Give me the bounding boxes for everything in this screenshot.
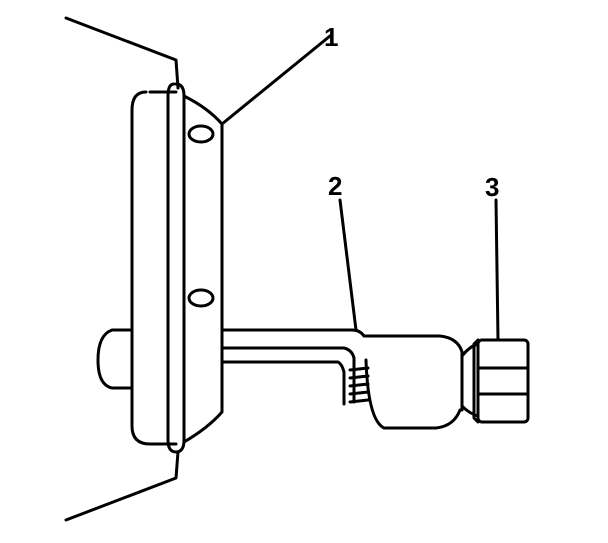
component-1-housing bbox=[132, 84, 222, 452]
component-2-tube bbox=[222, 330, 462, 428]
mounting-surface-bottom-line bbox=[66, 452, 178, 520]
mounting-hole-upper bbox=[189, 126, 213, 142]
callout-label-2: 2 bbox=[328, 171, 343, 201]
leader-line-3 bbox=[496, 200, 498, 340]
callout-label-1: 1 bbox=[324, 22, 339, 52]
leader-line-1 bbox=[222, 36, 330, 124]
callout-label-3: 3 bbox=[485, 172, 500, 202]
leader-line-2 bbox=[340, 200, 356, 330]
component-3-fitting bbox=[462, 340, 528, 422]
mounting-surface-top-line bbox=[66, 18, 178, 88]
mounting-hole-lower bbox=[189, 290, 213, 306]
component-left-cap bbox=[98, 330, 132, 388]
